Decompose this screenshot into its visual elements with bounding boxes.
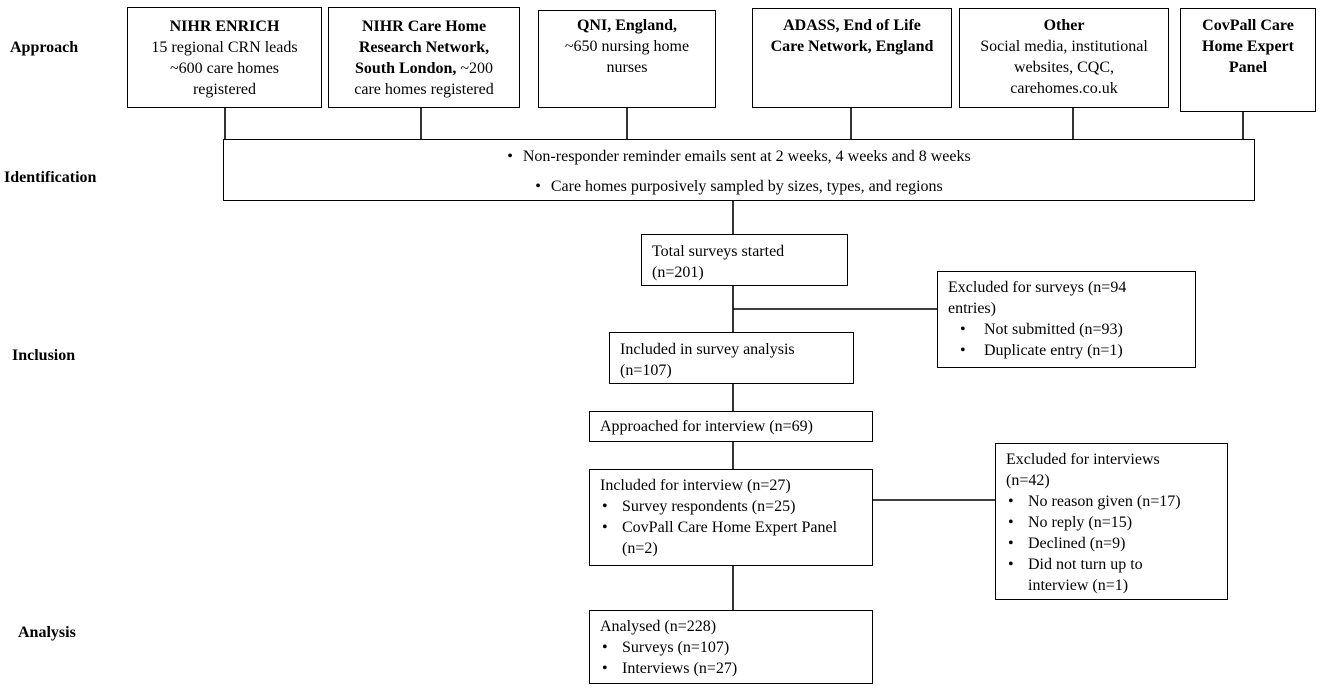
source-title: QNI, England, [576,17,678,34]
included-interview-item: Survey respondents (n=25) [600,496,862,517]
source-title: South London, [354,59,457,77]
source-box-qni: QNI, England, ~650 nursing home nurses [538,10,716,108]
included-interview-item-continued: (n=2) [622,540,658,557]
source-title: Care Network, England [770,38,934,55]
source-line: Social media, institutional [980,38,1148,55]
source-title: Panel [1228,59,1268,76]
source-line: carehomes.co.uk [1010,80,1118,97]
stage-label-identification: Identification [4,169,97,186]
excluded-interviews-box: Excluded for interviews (n=42) No reason… [995,443,1228,600]
source-box-adass: ADASS, End of Life Care Network, England [752,8,952,108]
excluded-interviews-count: (n=42) [1006,472,1050,489]
source-line: ~650 nursing home [564,38,690,55]
approached-line: Approached for interview (n=69) [600,418,813,435]
source-title: Research Network, [358,38,490,56]
excluded-interviews-line: Excluded for interviews [1006,451,1160,468]
source-title: CovPall Care [1202,17,1294,34]
identification-box: •Non-responder reminder emails sent at 2… [223,139,1255,201]
excluded-interviews-item-continued: interview (n=1) [1028,577,1129,594]
source-line: websites, CQC, [1014,59,1114,76]
included-survey-line: Included in survey analysis [620,341,795,358]
identification-bullet: •Non-responder reminder emails sent at 2… [507,148,971,165]
included-survey-count: (n=107) [620,362,672,379]
approached-interview-box: Approached for interview (n=69) [589,411,873,442]
source-box-covpall-panel: CovPall Care Home Expert Panel [1180,8,1316,112]
included-interview-line: Included for interview (n=27) [600,477,791,494]
included-interview-item: CovPall Care Home Expert Panel [600,517,862,538]
source-title: NIHR Care Home [361,17,487,35]
stage-label-inclusion: Inclusion [12,347,76,364]
analysed-item: Interviews (n=27) [600,658,862,679]
source-line: ~600 care homes [169,59,280,77]
total-started-count: (n=201) [652,264,704,281]
included-survey-analysis-box: Included in survey analysis (n=107) [609,332,854,384]
source-title: Home Expert [1202,38,1294,55]
source-line: 15 regional CRN leads [151,38,298,56]
excluded-surveys-line: entries) [948,300,996,317]
source-line: ~200 [456,59,494,77]
analysed-item: Surveys (n=107) [600,637,862,658]
excluded-surveys-item: Not submitted (n=93) [948,319,1185,340]
analysed-box: Analysed (n=228) Surveys (n=107) Intervi… [589,610,873,684]
excluded-surveys-line: Excluded for surveys (n=94 [948,279,1127,296]
excluded-surveys-box: Excluded for surveys (n=94 entries) Not … [937,271,1196,368]
source-line: nurses [606,59,648,76]
source-box-nihr-enrich: NIHR ENRICH 15 regional CRN leads ~600 c… [127,7,322,108]
source-box-care-home-research-network: NIHR Care Home Research Network, South L… [328,7,520,108]
excluded-interviews-item: No reply (n=15) [1006,512,1217,533]
source-title: NIHR ENRICH [169,17,280,35]
source-line: registered [192,80,257,98]
excluded-surveys-item: Duplicate entry (n=1) [948,340,1185,361]
stage-label-analysis: Analysis [18,624,76,641]
excluded-interviews-item: Did not turn up to [1006,554,1217,575]
excluded-interviews-item: Declined (n=9) [1006,533,1217,554]
identification-bullet: •Care homes purposively sampled by sizes… [535,178,943,195]
total-surveys-started-box: Total surveys started (n=201) [641,234,848,286]
analysed-line: Analysed (n=228) [600,618,717,635]
source-line: care homes registered [354,80,494,98]
source-title: ADASS, End of Life [783,17,921,34]
source-title: Other [1043,17,1085,34]
excluded-interviews-item: No reason given (n=17) [1006,491,1217,512]
source-box-other: Other Social media, institutional websit… [959,8,1169,108]
total-started-line: Total surveys started [652,243,785,260]
included-interview-box: Included for interview (n=27) Survey res… [589,469,873,566]
stage-label-approach: Approach [10,39,79,56]
